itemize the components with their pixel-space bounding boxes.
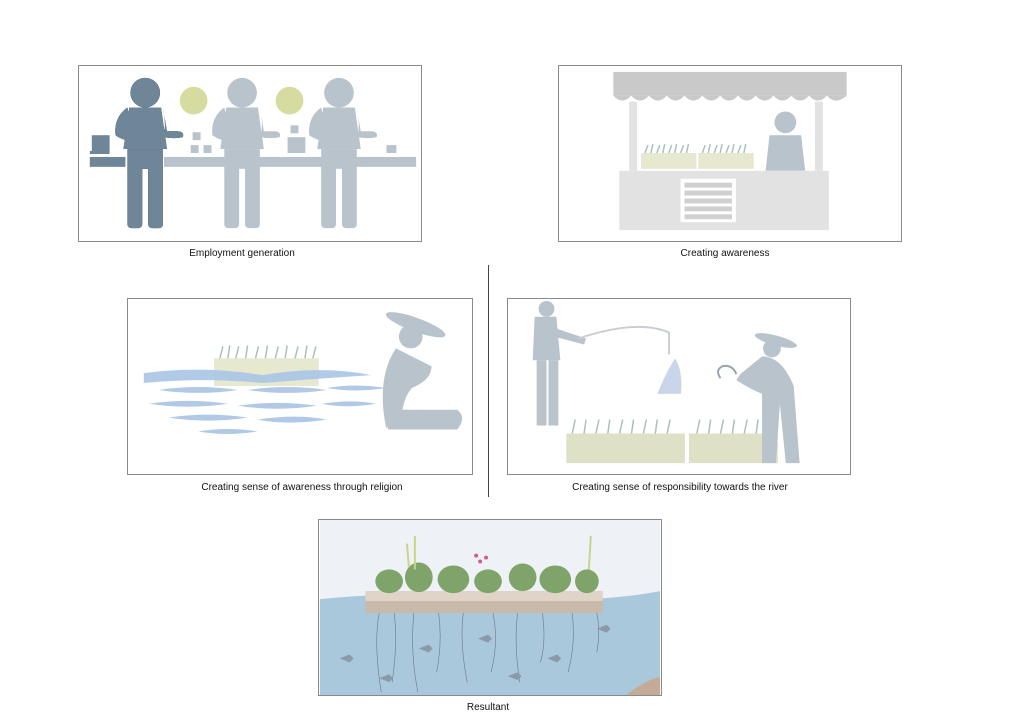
employment-generation-illustration [78, 65, 422, 242]
awareness-through-religion-illustration [127, 298, 473, 475]
responsibility-towards-river-illustration [507, 298, 851, 475]
caption-creating-awareness: Creating awareness [680, 248, 770, 259]
fishing-person-planters-icon [532, 300, 800, 464]
caption-employment-generation: Employment generation [189, 248, 295, 259]
floating-wetland-icon [319, 520, 661, 695]
vertical-divider [488, 265, 489, 497]
workers-at-conveyor-icon [89, 77, 417, 229]
caption-resultant: Resultant [466, 702, 510, 713]
caption-responsibility: Creating sense of responsibility towards… [572, 482, 788, 493]
caption-religion: Creating sense of awareness through reli… [201, 482, 403, 493]
kneeling-person-river-icon [143, 312, 463, 434]
creating-awareness-illustration [558, 65, 902, 242]
market-stall-icon [613, 71, 847, 231]
resultant-floating-wetland-illustration [318, 519, 662, 696]
